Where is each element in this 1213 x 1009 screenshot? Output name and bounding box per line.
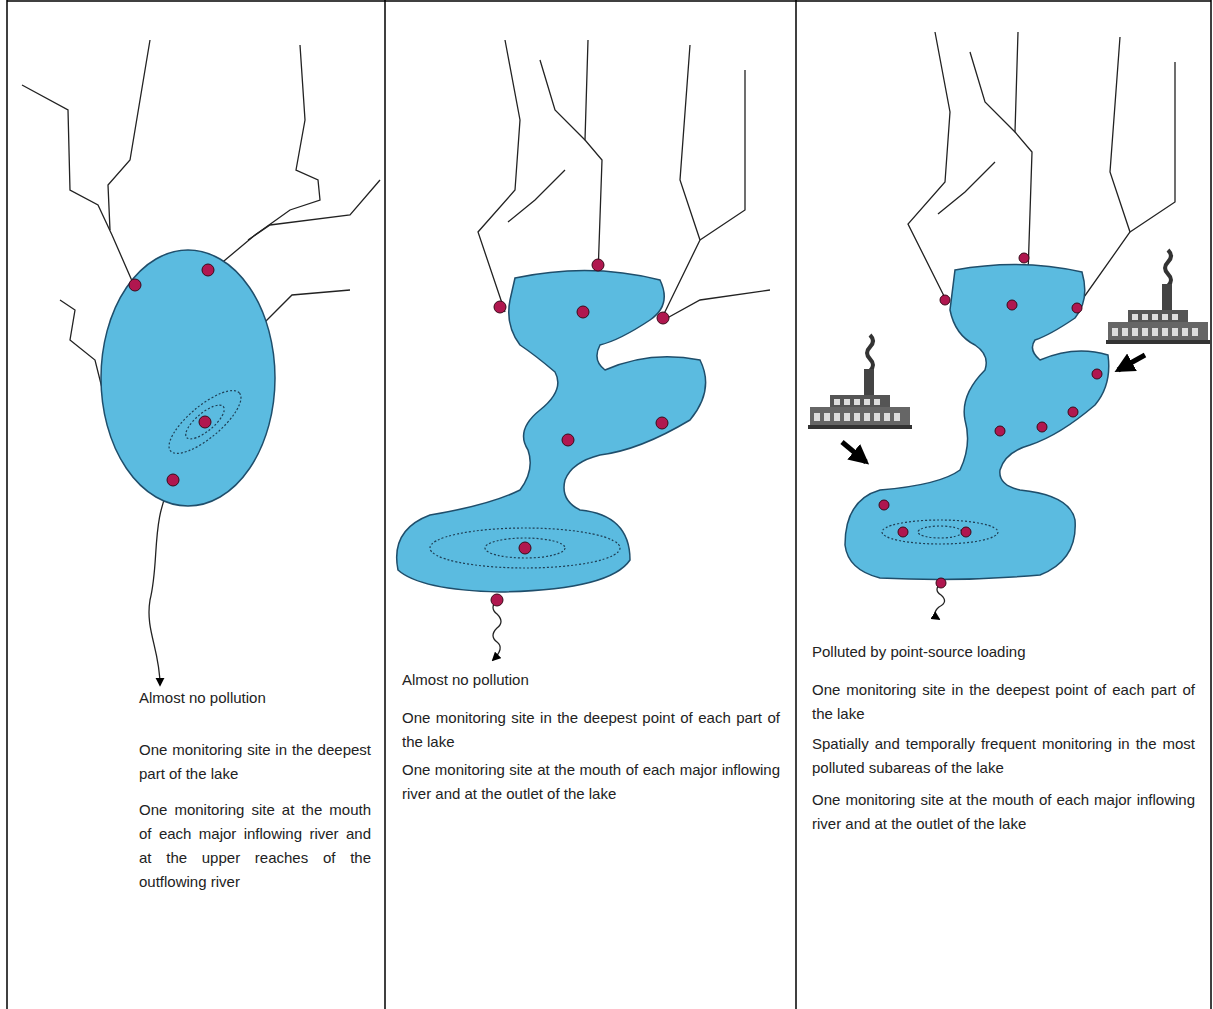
loading-arrow [842, 355, 1145, 462]
cell-text: One monitoring site at the mouth of each… [139, 798, 371, 894]
factory-icon [808, 335, 912, 429]
cell-text: One monitoring site at the mouth of each… [812, 788, 1195, 836]
cell-text: Almost no pollution [402, 668, 780, 692]
cell-text: Spatially and temporally frequent monito… [812, 732, 1195, 780]
cell-text: Almost no pollution [139, 686, 371, 710]
cell-text: One monitoring site in the deepest point… [812, 678, 1195, 726]
table-border [7, 0, 1211, 1009]
monitoring-site [129, 253, 1102, 606]
factory-icon [1106, 250, 1210, 344]
lake [101, 250, 1109, 592]
cell-text: One monitoring site in the deepest point… [402, 706, 780, 754]
cell-text: One monitoring site at the mouth of each… [402, 758, 780, 806]
cell-text: Polluted by point-source loading [812, 640, 1195, 664]
cell-text: One monitoring site in the deepest part … [139, 738, 371, 786]
